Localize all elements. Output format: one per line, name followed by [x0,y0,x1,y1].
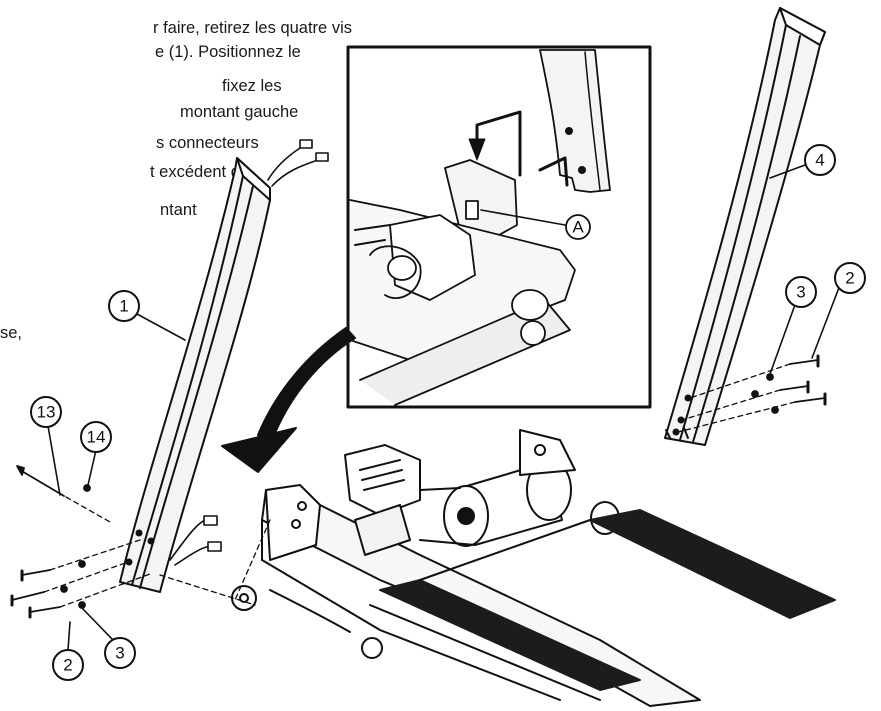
insertion-arrow [221,327,356,473]
callout-4: 4 [815,151,824,170]
instruction-line-6: t excédent de [150,163,250,181]
callout-14: 14 [87,428,106,447]
right-upright [664,7,826,446]
instruction-line-3: fixez les [222,77,282,95]
left-upright-bottom-wires [169,515,222,566]
callout-2-left: 2 [63,656,72,675]
left-fasteners [10,465,271,619]
instruction-line-1: r faire, retirez les quatre vis [153,19,352,37]
callout-1: 1 [119,297,128,316]
right-fasteners [677,354,827,433]
instruction-line-7: ntant [160,201,197,219]
treadmill-base [231,429,836,707]
callout-labels: 1 4 3 2 13 14 2 3 A [37,151,855,675]
callout-13: 13 [37,403,56,422]
instruction-line-5: s connecteurs [156,134,259,152]
inset-detail [346,45,652,409]
callout-leaders [47,164,841,651]
instruction-line-2: e (1). Positionnez le [155,43,301,61]
instruction-line-4: montant gauche [180,103,299,121]
callout-2-right: 2 [845,269,854,288]
left-upright [119,157,271,593]
callout-circles [30,144,866,681]
callout-3-left: 3 [115,644,124,663]
callout-3-right: 3 [796,283,805,302]
instruction-line-9: se, [0,324,23,342]
left-upright-top-wires [267,139,329,187]
callout-A: A [572,218,584,237]
